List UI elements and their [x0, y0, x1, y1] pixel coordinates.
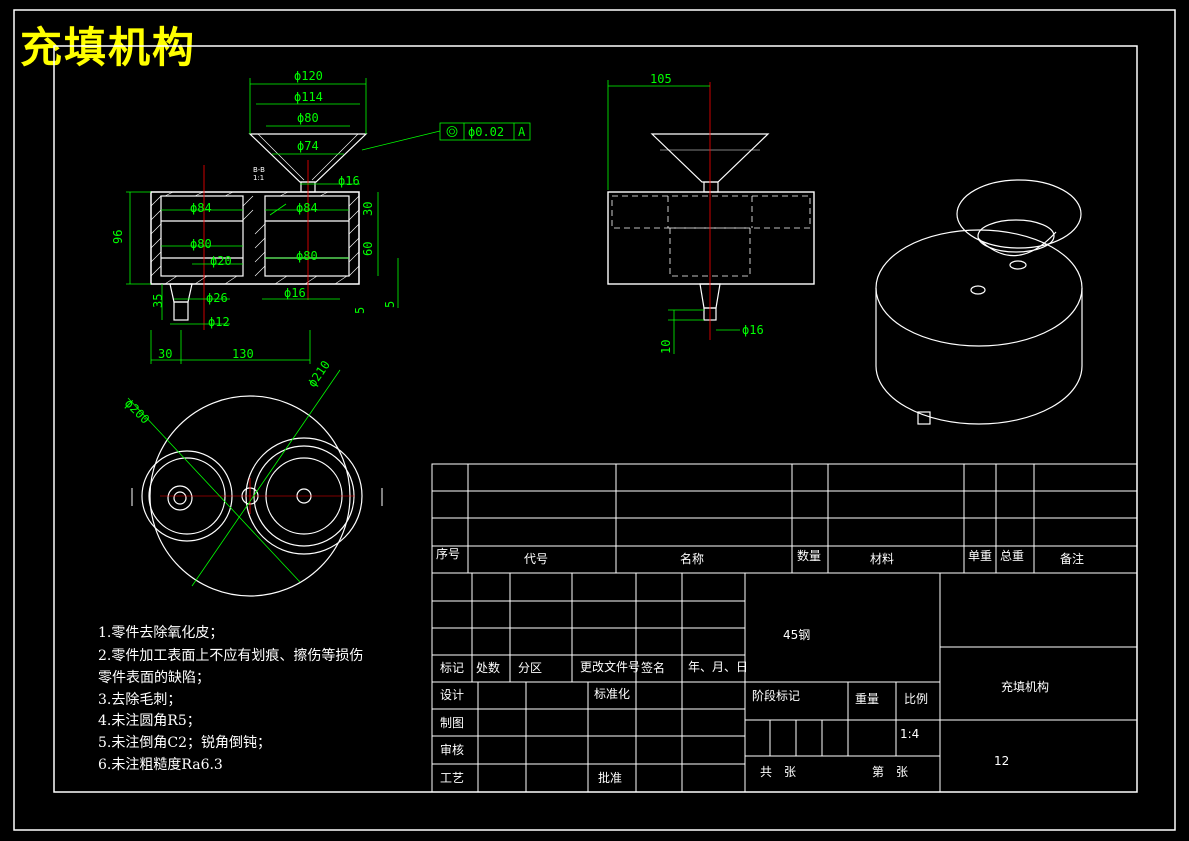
dim-h30: 30 — [361, 202, 375, 216]
dim-r210: ϕ210 — [305, 358, 333, 390]
row-drafting: 制图 — [440, 716, 464, 730]
side-view — [607, 82, 815, 340]
dim-h35: 35 — [151, 294, 165, 308]
hdr-seq: 序号 — [436, 546, 460, 561]
isometric-view — [875, 179, 1083, 425]
rev-date: 年、月、日 — [688, 660, 748, 674]
row-standard: 标准化 — [594, 687, 630, 701]
note-2-cont: 零件表面的缺陷； — [98, 670, 210, 686]
material-value: 45钢 — [783, 628, 810, 642]
outer-frame — [13, 9, 1176, 831]
dim-d80-top: ϕ80 — [297, 111, 319, 125]
hdr-code: 代号 — [524, 552, 548, 566]
dim-d74: ϕ74 — [297, 139, 319, 153]
tolerance-frame: ϕ0.02 A — [439, 122, 531, 141]
dim-d16-top: ϕ16 — [338, 174, 360, 188]
section-scale: 1:1 — [253, 174, 264, 182]
rev-mark: 标记 — [440, 661, 464, 675]
row-design: 设计 — [440, 688, 464, 702]
tolerance-datum: A — [518, 125, 526, 139]
side-dimension-lines — [607, 80, 740, 354]
dim-d114: ϕ114 — [294, 90, 323, 104]
dim-h60: 60 — [361, 242, 375, 256]
concentricity-icon — [446, 126, 458, 137]
scale-value: 1:4 — [900, 727, 919, 741]
dim-h96: 96 — [111, 230, 125, 244]
dim-d20: ϕ20 — [210, 254, 232, 268]
note-1: 1.零件去除氧化皮； — [98, 625, 223, 641]
dim-r200: ϕ200 — [122, 396, 152, 426]
row-process: 工艺 — [440, 771, 464, 785]
dim-w30: 30 — [158, 347, 172, 361]
drawing-number: 12 — [994, 754, 1009, 768]
rev-doc: 更改文件号 — [580, 659, 640, 674]
front-dimension-texts: ϕ120 ϕ114 ϕ80 ϕ74 ϕ16 ϕ84 ϕ84 ϕ80 ϕ20 ϕ8… — [111, 69, 397, 361]
dim-d26: ϕ26 — [206, 291, 228, 305]
note-6: 6.未注粗糙度Ra6.3 — [98, 757, 223, 773]
rev-count: 处数 — [476, 660, 500, 675]
dim-d80-left: ϕ80 — [190, 237, 212, 251]
dim-side-d16: ϕ16 — [742, 323, 764, 337]
sheet-number: 第 张 — [872, 765, 908, 779]
title-block — [431, 463, 1138, 793]
hdr-unit-wt: 单重 — [968, 549, 992, 563]
dim-w105: 105 — [650, 72, 672, 86]
note-5: 5.未注倒角C2；锐角倒钝； — [98, 735, 271, 751]
hdr-remark: 备注 — [1060, 551, 1084, 566]
dim-h10: 10 — [659, 340, 673, 354]
row-review: 审核 — [440, 742, 464, 757]
total-sheets: 共 张 — [760, 765, 796, 779]
dim-d120: ϕ120 — [294, 69, 323, 83]
dim-h5b: 5 — [383, 301, 397, 308]
title-block-texts: 序号 代号 名称 数量 材料 单重 总重 备注 45钢 充填机构 12 标记 处… — [436, 546, 1084, 785]
note-3: 3.去除毛刺； — [98, 692, 181, 708]
top-dimension-lines — [127, 369, 341, 587]
rev-zone: 分区 — [518, 661, 542, 675]
dim-d84-right: ϕ84 — [296, 201, 318, 215]
dim-d84-left: ϕ84 — [190, 201, 212, 215]
hdr-name: 名称 — [680, 551, 704, 566]
dim-w130: 130 — [232, 347, 254, 361]
dim-d16-bottom: ϕ16 — [284, 286, 306, 300]
drawing-big-title: 充填机构 — [20, 23, 197, 72]
top-view — [131, 395, 383, 597]
note-4: 4.未注圆角R5； — [98, 713, 201, 729]
technical-notes: 1.零件去除氧化皮； 2.零件加工表面上不应有划痕、擦伤等损伤 零件表面的缺陷；… — [98, 625, 363, 773]
inner-frame — [53, 45, 1138, 793]
hdr-material: 材料 — [870, 552, 894, 566]
front-dimension-lines — [126, 78, 441, 364]
hdr-qty: 数量 — [797, 548, 821, 563]
drawing-name: 充填机构 — [1001, 679, 1049, 694]
hdr-total-wt: 总重 — [1000, 549, 1024, 563]
dim-d12: ϕ12 — [208, 315, 230, 329]
tolerance-value: ϕ0.02 — [468, 125, 504, 139]
dim-d80-right: ϕ80 — [296, 249, 318, 263]
scale-label: 比例 — [904, 692, 928, 706]
row-approve: 批准 — [598, 770, 622, 785]
section-mark: B-B — [253, 166, 265, 174]
front-section-view — [150, 133, 368, 330]
note-2: 2.零件加工表面上不应有划痕、擦伤等损伤 — [98, 647, 363, 664]
weight-label: 重量 — [855, 692, 879, 706]
stage-label: 阶段标记 — [752, 688, 800, 703]
dim-h5a: 5 — [353, 307, 367, 314]
rev-sign: 签名 — [641, 660, 665, 675]
